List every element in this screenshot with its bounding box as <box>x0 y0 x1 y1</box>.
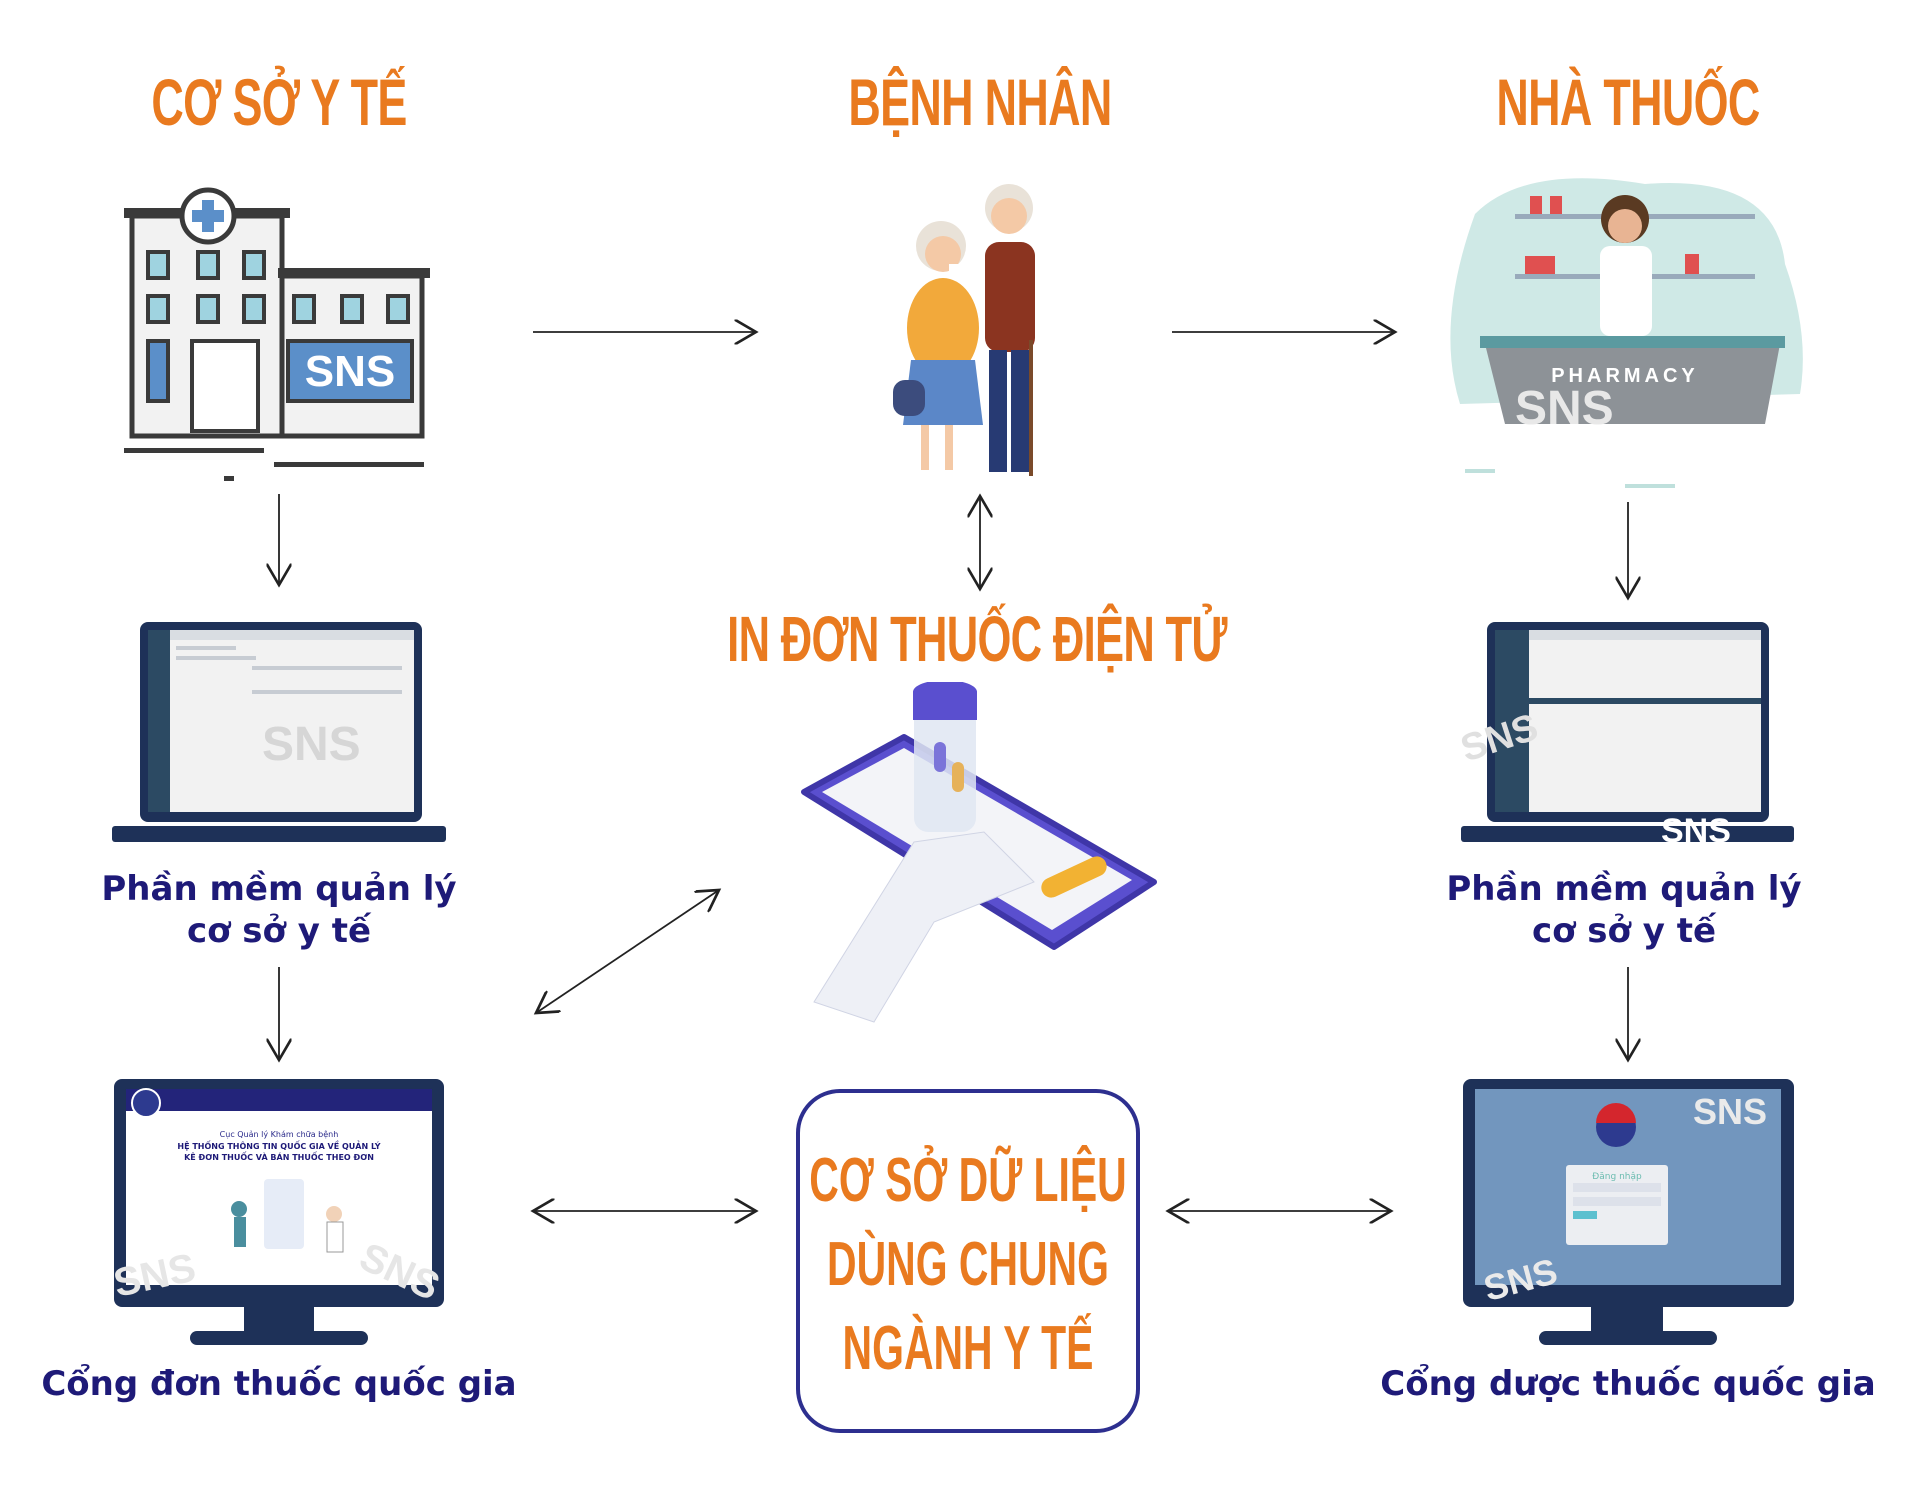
facility-software-caption: Phần mềm quản lý cơ sở y tế <box>101 868 456 952</box>
national-prescription-portal-monitor: Cục Quản lý Khám chữa bệnh HỆ THỐNG THÔN… <box>114 1079 444 1345</box>
pharmacy-software-laptop: SNS SNS <box>1461 622 1794 843</box>
patient-illustration <box>893 184 1035 476</box>
database-line-2: DÙNG CHUNG <box>827 1230 1109 1299</box>
arrow-diagonal-eprescription <box>536 890 719 1013</box>
svg-text:SNS: SNS <box>262 718 361 771</box>
screen-title: HỆ THỐNG THÔNG TIN QUỐC GIA VỀ QUẢN LÝ <box>177 1139 380 1151</box>
pharmacy-software-caption: Phần mềm quản lý cơ sở y tế <box>1446 868 1801 952</box>
eprescription-title: IN ĐƠN THUỐC ĐIỆN TỬ <box>727 603 1227 675</box>
caption-line: cơ sở y tế <box>1531 911 1717 951</box>
national-pharmacy-portal-monitor: Đăng nhập SNS SNS <box>1463 1079 1794 1345</box>
database-line-1: CƠ SỞ DỮ LIỆU <box>809 1146 1127 1215</box>
caption-line: cơ sở y tế <box>186 911 372 951</box>
database-line-3: NGÀNH Y TẾ <box>842 1314 1094 1383</box>
pharmacy-title: NHÀ THUỐC <box>1496 65 1760 139</box>
pharmacy-illustration: PHARMACY SNS + <box>1450 178 1803 488</box>
sns-logo: SNS <box>1515 382 1614 435</box>
caption-line: Phần mềm quản lý <box>1446 869 1802 909</box>
pharmacy-sign: PHARMACY <box>1551 365 1699 387</box>
screen-title: KÊ ĐƠN THUỐC VÀ BÁN THUỐC THEO ĐƠN <box>184 1150 374 1162</box>
login-title: Đăng nhập <box>1592 1172 1642 1182</box>
national-pharmacy-portal-caption: Cổng dược thuốc quốc gia <box>1380 1364 1876 1404</box>
phone-prescription-illustration <box>801 682 1157 1023</box>
sns-logo: SNS <box>305 347 395 396</box>
national-prescription-portal-caption: Cổng đơn thuốc quốc gia <box>41 1364 517 1404</box>
patient-title: BỆNH NHÂN <box>848 65 1112 139</box>
svg-text:SNS: SNS <box>1693 1091 1767 1132</box>
screen-subtitle: Cục Quản lý Khám chữa bệnh <box>220 1129 339 1140</box>
facility-title: CƠ SỞ Y TẾ <box>151 65 407 139</box>
svg-text:+: + <box>1615 418 1633 451</box>
svg-text:SNS: SNS <box>1661 812 1731 843</box>
facility-software-laptop: SNS <box>112 622 446 842</box>
shared-database-box: CƠ SỞ DỮ LIỆU DÙNG CHUNG NGÀNH Y TẾ <box>796 1089 1140 1433</box>
caption-line: Phần mềm quản lý <box>101 869 457 909</box>
hospital-icon: SNS <box>124 187 430 481</box>
